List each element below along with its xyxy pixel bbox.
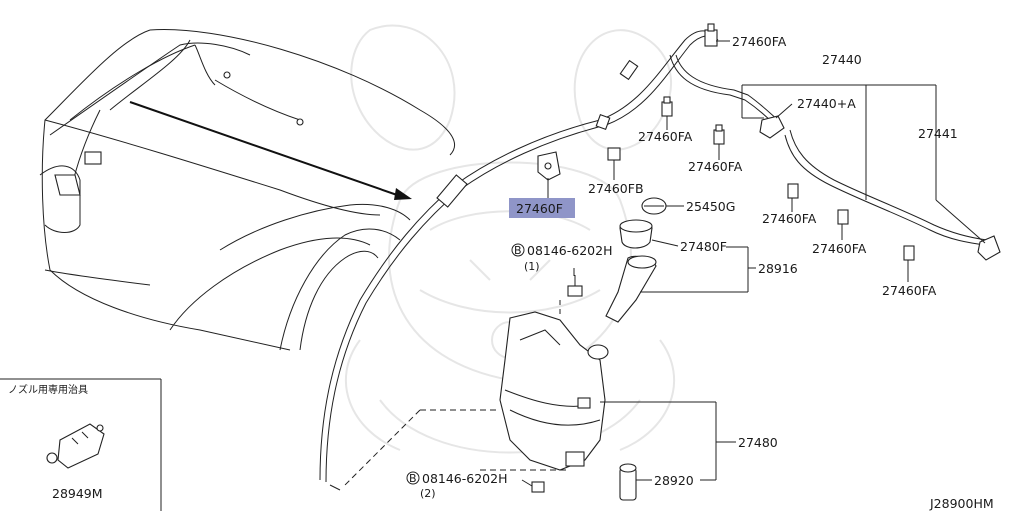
label-27460fa-a[interactable]: 27460FA bbox=[638, 129, 693, 144]
bolt-prefix-2: B bbox=[409, 472, 417, 485]
clip-27460fb[interactable] bbox=[607, 147, 621, 161]
label-bolt-1: 08146-6202H bbox=[527, 243, 613, 258]
clip-27460fa-top[interactable] bbox=[704, 23, 718, 47]
filler-neck-28916[interactable] bbox=[605, 255, 657, 323]
bolt-08146-2[interactable] bbox=[531, 481, 545, 493]
cap-25450g[interactable] bbox=[641, 197, 667, 215]
clip-27460fa-a[interactable] bbox=[661, 96, 673, 117]
label-27480[interactable]: 27480 bbox=[738, 435, 778, 450]
label-27460fa-c[interactable]: 27460FA bbox=[762, 211, 817, 226]
bracket-27460f[interactable] bbox=[537, 151, 561, 181]
label-27440[interactable]: 27440 bbox=[822, 52, 862, 67]
label-27460fa-e[interactable]: 27460FA bbox=[882, 283, 937, 298]
clip-27460fa-d[interactable] bbox=[837, 209, 849, 225]
label-27480f[interactable]: 27480F bbox=[680, 239, 727, 254]
label-bolt-1-qty: (1) bbox=[524, 260, 540, 273]
clip-27460fa-e[interactable] bbox=[903, 245, 915, 261]
label-27441[interactable]: 27441 bbox=[918, 126, 958, 141]
pointer-arrow bbox=[129, 101, 412, 200]
bolt-callout-2[interactable]: B 08146-6202H (2) bbox=[406, 471, 508, 500]
label-bolt-2: 08146-6202H bbox=[422, 471, 508, 486]
label-25450g[interactable]: 25450G bbox=[686, 199, 735, 214]
label-27440a[interactable]: 27440+A bbox=[797, 96, 856, 111]
diagram-id: J28900HM bbox=[929, 496, 994, 511]
tool-inset-panel: ノズル用専用治具 28949M bbox=[0, 378, 162, 511]
label-bolt-2-qty: (2) bbox=[420, 487, 436, 500]
bolt-08146-1[interactable] bbox=[567, 275, 583, 297]
nozzle-27440a[interactable] bbox=[759, 115, 785, 139]
leader-lines bbox=[344, 40, 986, 487]
nozzle-tool-28949m[interactable] bbox=[46, 423, 105, 469]
label-28920[interactable]: 28920 bbox=[654, 473, 694, 488]
pump-28920[interactable] bbox=[619, 463, 637, 501]
bolt-callout-1[interactable]: B 08146-6202H (1) bbox=[511, 243, 613, 273]
clip-27460fa-b[interactable] bbox=[713, 124, 725, 145]
highlight-27460f bbox=[509, 198, 575, 218]
label-27460fa-top[interactable]: 27460FA bbox=[732, 34, 787, 49]
bolt-prefix-1: B bbox=[514, 244, 522, 257]
car-outline bbox=[39, 29, 455, 351]
label-28916[interactable]: 28916 bbox=[758, 261, 798, 276]
clip-27460fa-c[interactable] bbox=[787, 183, 799, 199]
label-28949m[interactable]: 28949M bbox=[52, 486, 103, 501]
washer-tank-27480[interactable] bbox=[499, 311, 609, 471]
cap-27480f[interactable] bbox=[619, 219, 653, 249]
label-27460fa-b[interactable]: 27460FA bbox=[688, 159, 743, 174]
label-27460f[interactable]: 27460F bbox=[516, 201, 563, 216]
tool-inset-title: ノズル用専用治具 bbox=[8, 383, 88, 396]
label-27460fb[interactable]: 27460FB bbox=[588, 181, 644, 196]
label-27460fa-d[interactable]: 27460FA bbox=[812, 241, 867, 256]
